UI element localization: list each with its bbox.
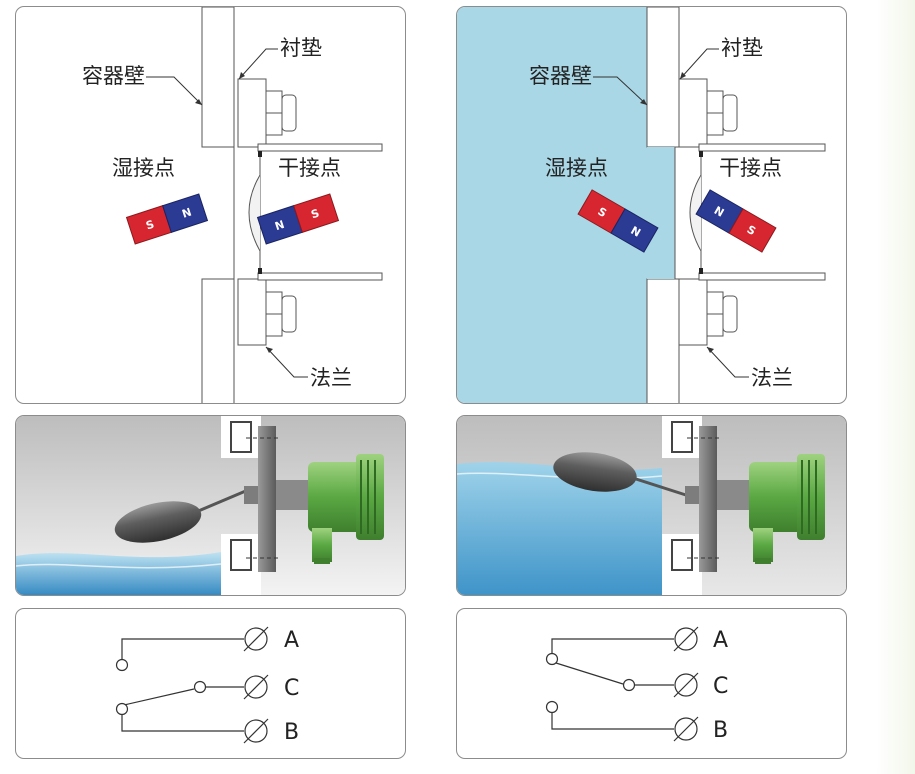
flange-plate-upper <box>678 78 708 148</box>
container-wall <box>646 7 680 148</box>
gasket-leader <box>238 48 278 80</box>
float-ball <box>114 501 202 543</box>
side-decorative-strip <box>876 0 915 774</box>
wire-a <box>121 638 244 659</box>
diaphragm-dome <box>248 174 261 252</box>
container-wall-label: 容器壁 <box>82 64 145 88</box>
flange-leader <box>265 346 308 378</box>
container-wall-label: 容器壁 <box>529 64 592 88</box>
flange-label: 法兰 <box>751 366 793 390</box>
panel-right-schematic: A C B <box>456 608 847 759</box>
switch-housing <box>308 462 364 532</box>
container-wall <box>201 7 235 148</box>
dry-side-magnet: N S <box>256 193 340 245</box>
terminal-b <box>674 717 698 741</box>
water-body <box>457 462 662 595</box>
terminal-c-label: C <box>713 674 728 699</box>
dry-magnet-s-pole: S <box>309 206 321 221</box>
switch-stem <box>717 480 753 510</box>
diaphragm-dome <box>689 174 702 252</box>
wet-side-magnet: S N <box>577 189 659 253</box>
flange-plate-lower <box>237 278 267 346</box>
terminal-c <box>244 675 268 699</box>
wet-contact-label: 湿接点 <box>545 156 608 180</box>
contact-b-node <box>545 700 559 714</box>
wire-b <box>551 713 674 730</box>
contact-a-node <box>545 652 559 666</box>
float-arm <box>632 476 690 498</box>
terminal-b-label: B <box>284 720 299 745</box>
wet-contact-label: 湿接点 <box>112 156 175 180</box>
wet-magnet-n-pole: N <box>180 206 193 221</box>
flange-plate-lower <box>678 278 708 346</box>
terminal-c <box>674 673 698 697</box>
wet-side-magnet: S N <box>125 193 209 245</box>
flange-plate-upper <box>237 78 267 148</box>
contact-c-node <box>622 678 636 692</box>
panel-left-schematic: A C B <box>15 608 406 759</box>
switch-blade <box>123 688 195 706</box>
terminal-a-label: A <box>713 628 728 653</box>
container-wall-leader <box>593 76 648 106</box>
terminal-a <box>244 627 268 651</box>
dry-contact-label: 干接点 <box>719 156 782 180</box>
terminal-a-label: A <box>284 628 299 653</box>
tank-wall-lower <box>662 534 702 595</box>
tank-wall-lower <box>221 534 261 595</box>
dry-contact-label: 干接点 <box>278 156 341 180</box>
container-wall-lower <box>646 278 680 403</box>
contact-b-node <box>115 702 129 716</box>
dry-side-magnet: N S <box>695 189 777 253</box>
terminal-b-label: B <box>713 718 728 743</box>
housing-plate-lower <box>257 272 383 281</box>
gasket-leader <box>679 48 719 80</box>
float-arm <box>195 488 249 514</box>
bolt-lower <box>265 291 297 337</box>
flange-plate <box>258 426 276 572</box>
switch-stem <box>276 480 312 510</box>
wire-b <box>121 715 244 732</box>
housing-plate-upper <box>698 143 826 152</box>
water-surface <box>16 552 221 595</box>
container-wall-lower <box>201 278 235 403</box>
contact-a-node <box>115 658 129 672</box>
panel-left-float-switch <box>15 415 406 596</box>
panel-right-float-switch <box>456 415 847 596</box>
terminal-b <box>244 719 268 743</box>
flange-label: 法兰 <box>310 366 352 390</box>
float-ball <box>553 452 637 492</box>
gasket-label: 衬垫 <box>721 36 763 60</box>
switch-blade <box>555 662 624 685</box>
bolt-lower <box>706 291 738 337</box>
bolt-upper <box>265 90 297 136</box>
panel-right-coupling: 容器壁 衬垫 湿接点 干接点 法兰 S N N S <box>456 6 847 404</box>
wet-magnet-s-pole: S <box>144 218 156 233</box>
switch-housing <box>749 462 805 532</box>
container-wall-leader <box>146 76 203 106</box>
gasket-label: 衬垫 <box>280 36 322 60</box>
dry-magnet-n-pole: N <box>273 218 286 233</box>
housing-plate-upper <box>257 143 383 152</box>
housing-plate-lower <box>698 272 826 281</box>
terminal-c-label: C <box>284 676 299 701</box>
terminal-a <box>674 627 698 651</box>
panel-left-coupling: 容器壁 衬垫 湿接点 干接点 法兰 S N N S <box>15 6 406 404</box>
wire-a <box>551 638 674 653</box>
flange-plate <box>699 426 717 572</box>
flange-leader <box>706 346 749 378</box>
contact-c-node <box>193 680 207 694</box>
bolt-upper <box>706 90 738 136</box>
